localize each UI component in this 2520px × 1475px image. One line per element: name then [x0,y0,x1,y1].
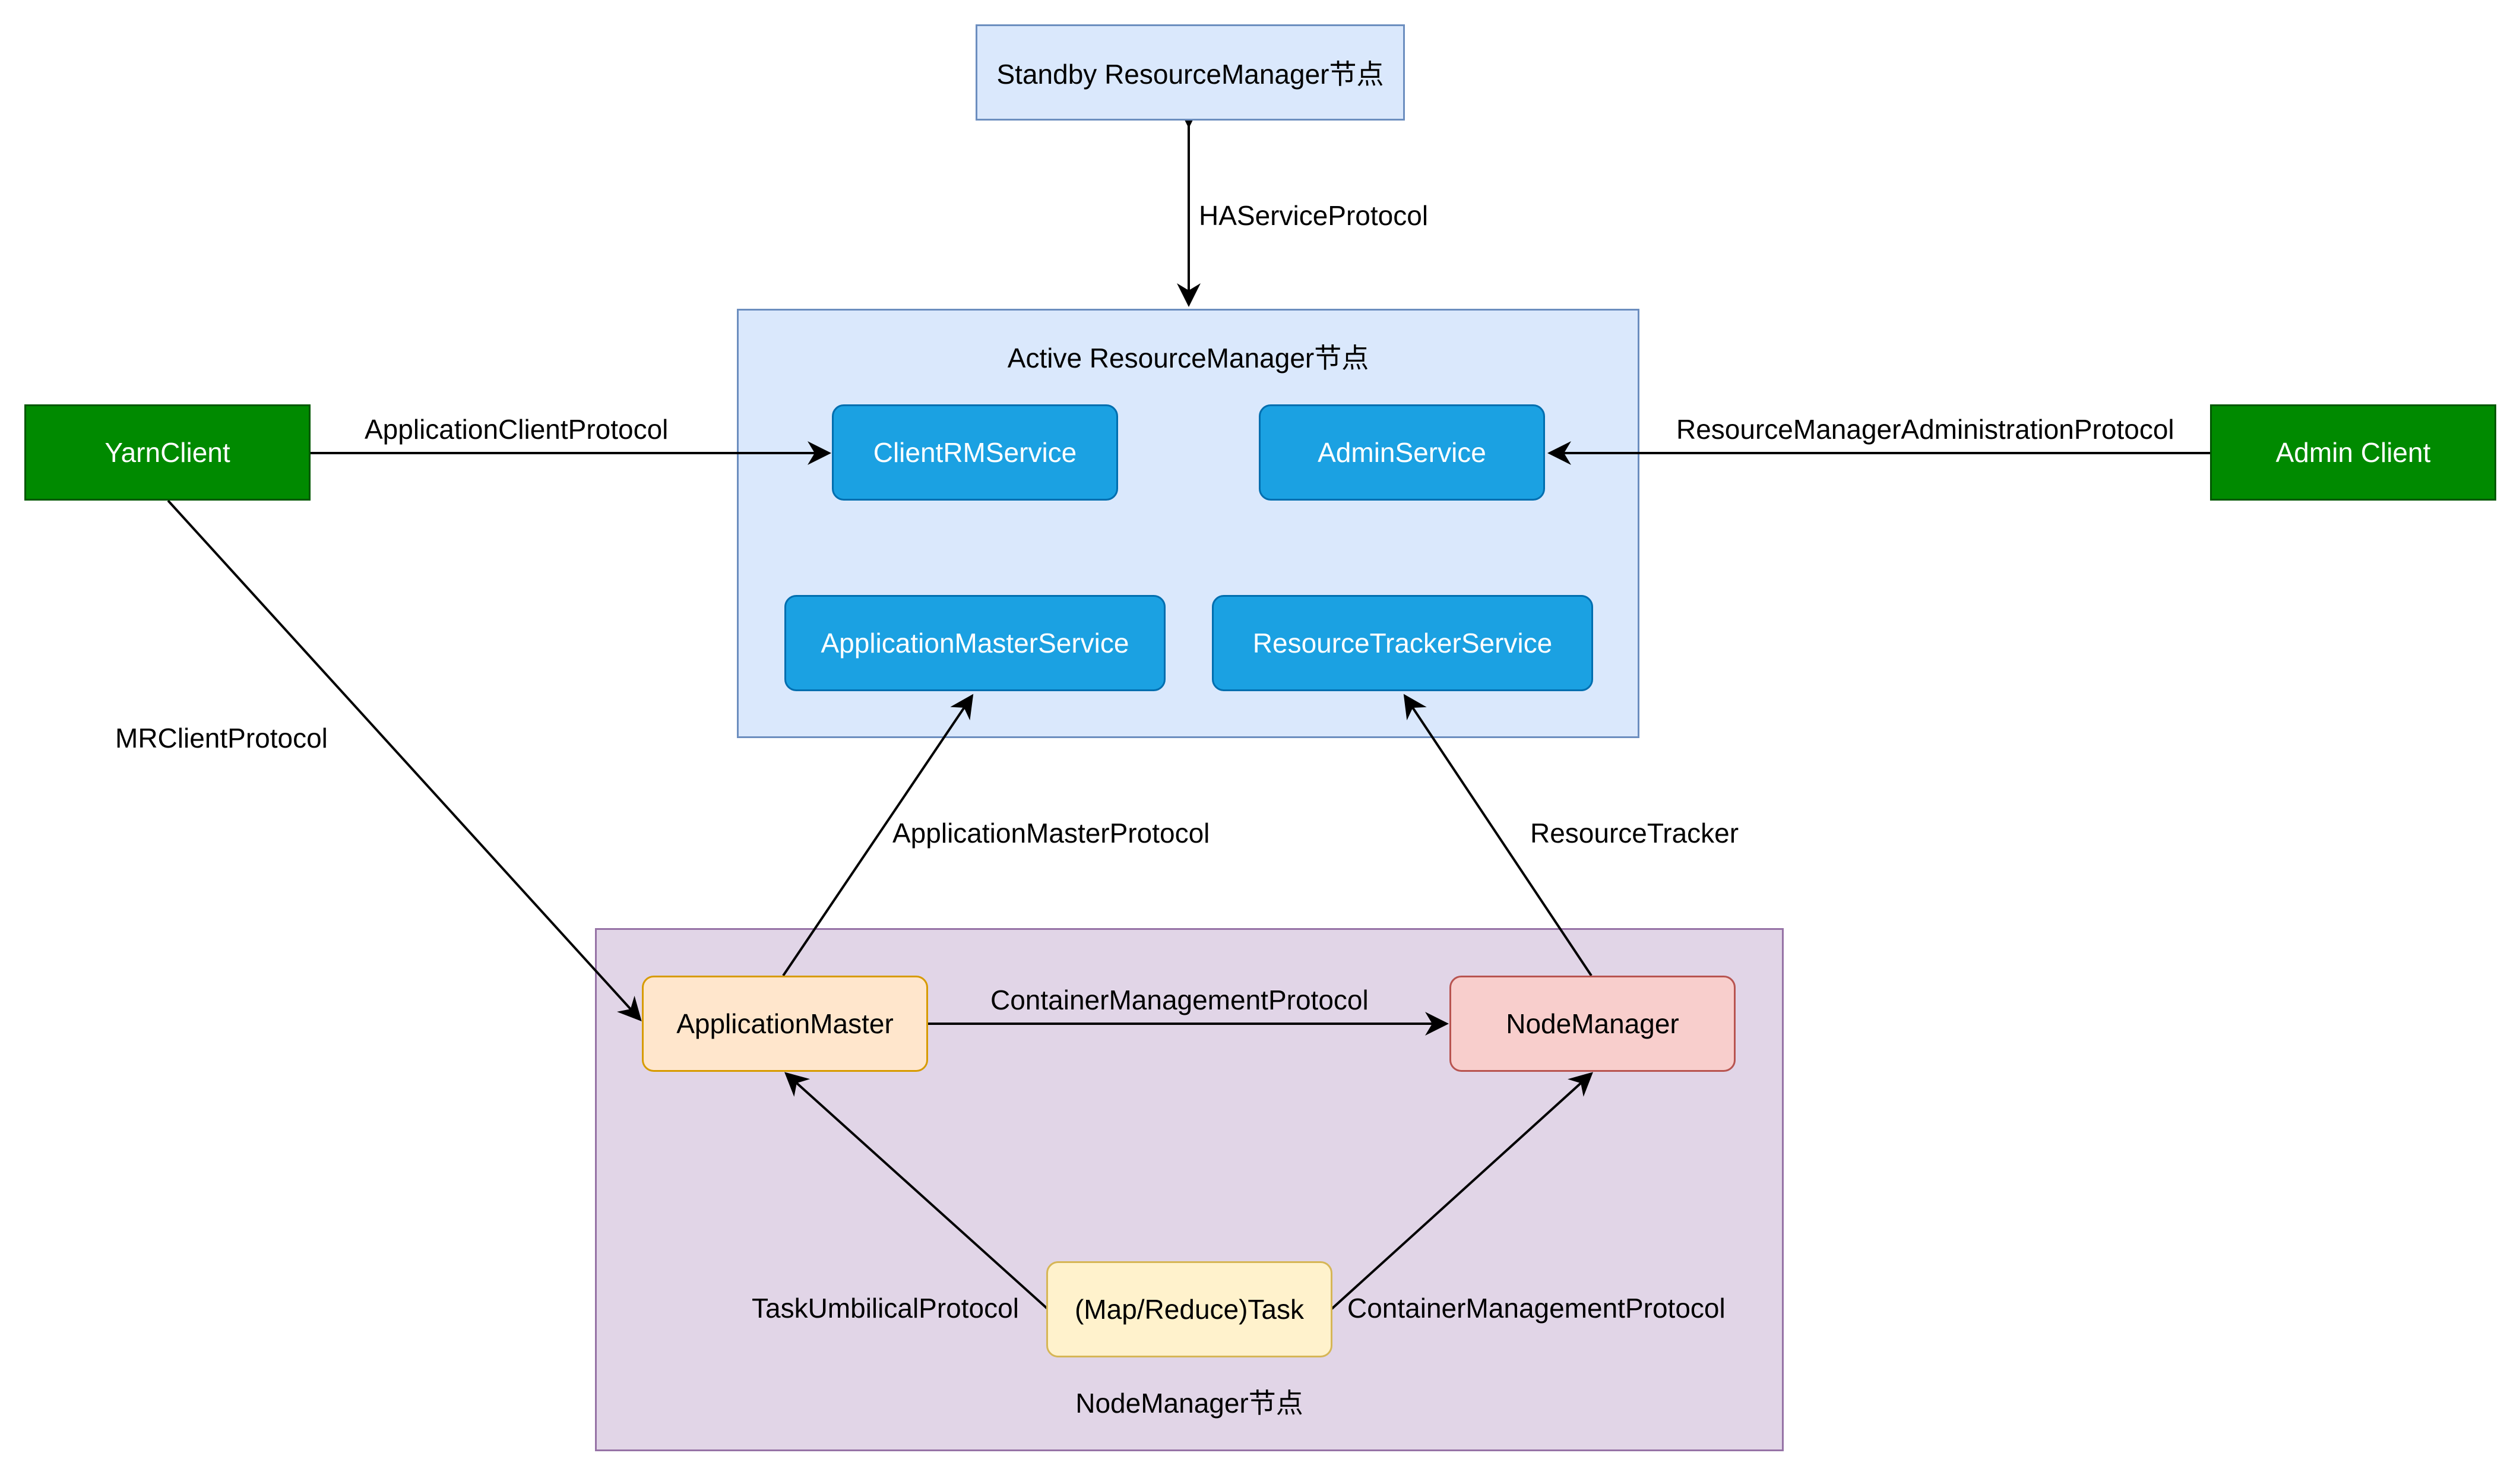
application-master-node: ApplicationMaster [642,976,928,1072]
edge-mr-client [167,499,642,1021]
admin-client-node: Admin Client [2210,404,2496,501]
admin-service-node: AdminService [1259,404,1545,501]
edge-resource-tracker [1403,694,1593,977]
application-master-service-node: ApplicationMasterService [784,595,1166,691]
node-manager-node: NodeManager [1449,976,1736,1072]
edge-am-protocol [782,694,974,977]
label-application-master-protocol: ApplicationMasterProtocol [892,818,1210,849]
active-rm-title: Active ResourceManager节点 [1007,343,1369,374]
nm-container-title: NodeManager节点 [1075,1388,1303,1419]
label-container-management-protocol: ContainerManagementProtocol [990,985,1369,1015]
edge-container-management-task [1331,1072,1593,1310]
label-ha-service-protocol: HAServiceProtocol [1199,200,1429,231]
yarn-client-node: YarnClient [24,404,311,501]
label-task-umbilical-protocol: TaskUmbilicalProtocol [752,1293,1019,1324]
standby-rm-node: Standby ResourceManager节点 [976,24,1405,121]
edge-task-umbilical [784,1072,1049,1310]
resource-tracker-service-node: ResourceTrackerService [1212,595,1593,691]
label-mr-client-protocol: MRClientProtocol [115,723,328,754]
client-rm-service-node: ClientRMService [832,404,1118,501]
label-application-client-protocol: ApplicationClientProtocol [365,414,669,445]
label-container-management-protocol-task: ContainerManagementProtocol [1347,1293,1726,1324]
label-rm-administration-protocol: ResourceManagerAdministrationProtocol [1676,414,2174,445]
task-node: (Map/Reduce)Task [1046,1261,1332,1357]
label-resource-tracker: ResourceTracker [1530,818,1739,849]
